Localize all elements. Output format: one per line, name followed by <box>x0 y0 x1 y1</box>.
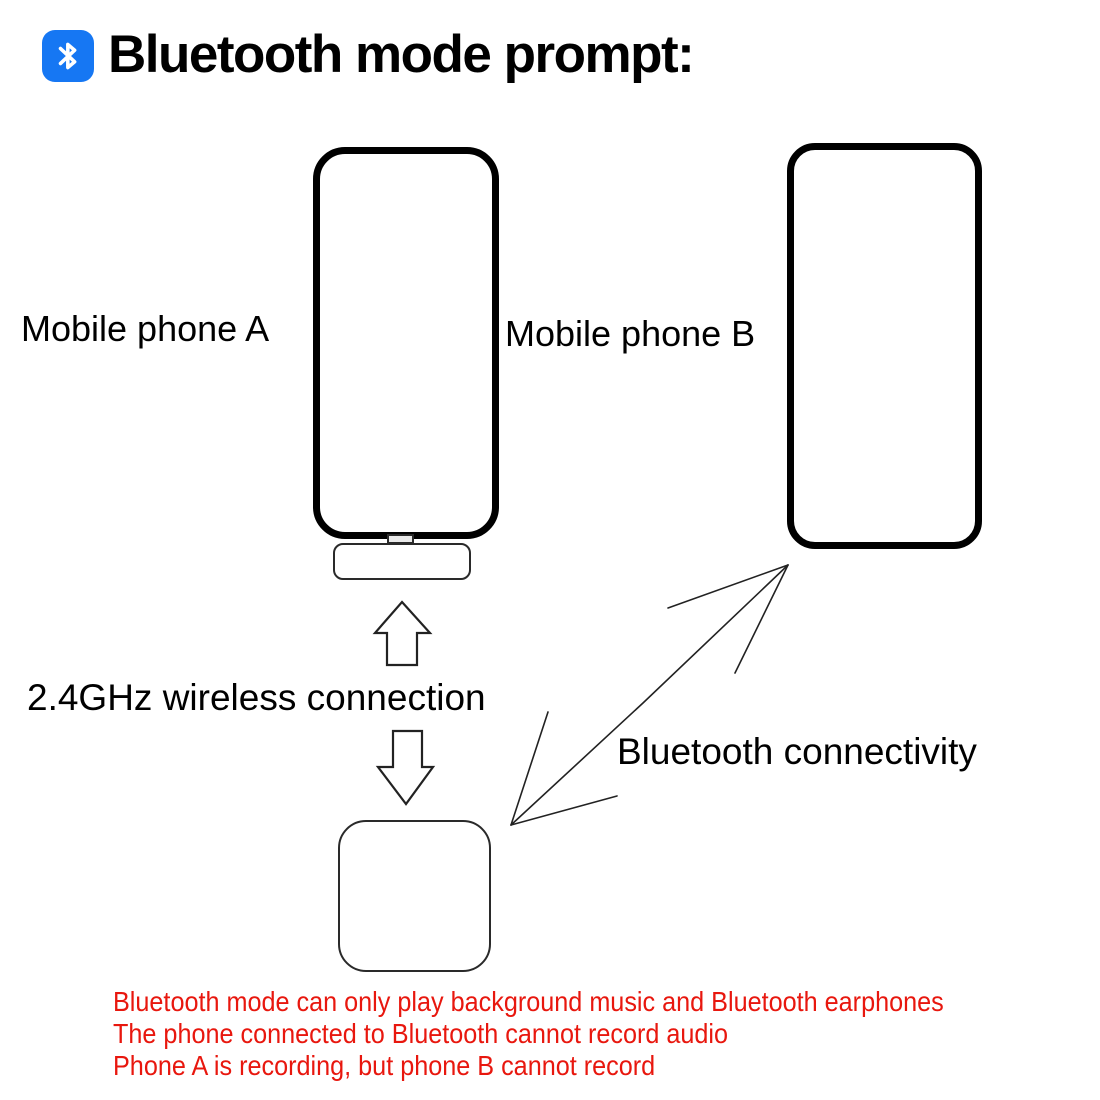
page-title: Bluetooth mode prompt: <box>108 25 695 84</box>
wireless-connection-label: 2.4GHz wireless connection <box>27 677 486 718</box>
transmitter-dongle <box>333 543 471 580</box>
warning-line-3: Phone A is recording, but phone B cannot… <box>113 1050 656 1081</box>
phone-a-label: Mobile phone A <box>21 308 270 349</box>
warning-text: Bluetooth mode can only play background … <box>113 986 944 1082</box>
phone-b-label: Mobile phone B <box>505 313 756 354</box>
bluetooth-arrow <box>510 564 789 826</box>
usb-connector <box>387 534 414 544</box>
warning-line-1: Bluetooth mode can only play background … <box>113 986 944 1017</box>
phone-a <box>313 147 499 539</box>
up-arrow-icon <box>372 600 433 667</box>
bluetooth-glyph <box>58 42 77 70</box>
bluetooth-icon <box>42 30 94 82</box>
phone-b <box>787 143 982 549</box>
receiver-box <box>338 820 491 972</box>
warning-line-2: The phone connected to Bluetooth cannot … <box>113 1018 729 1049</box>
down-arrow-icon <box>375 729 436 806</box>
bluetooth-connectivity-label: Bluetooth connectivity <box>617 731 977 772</box>
